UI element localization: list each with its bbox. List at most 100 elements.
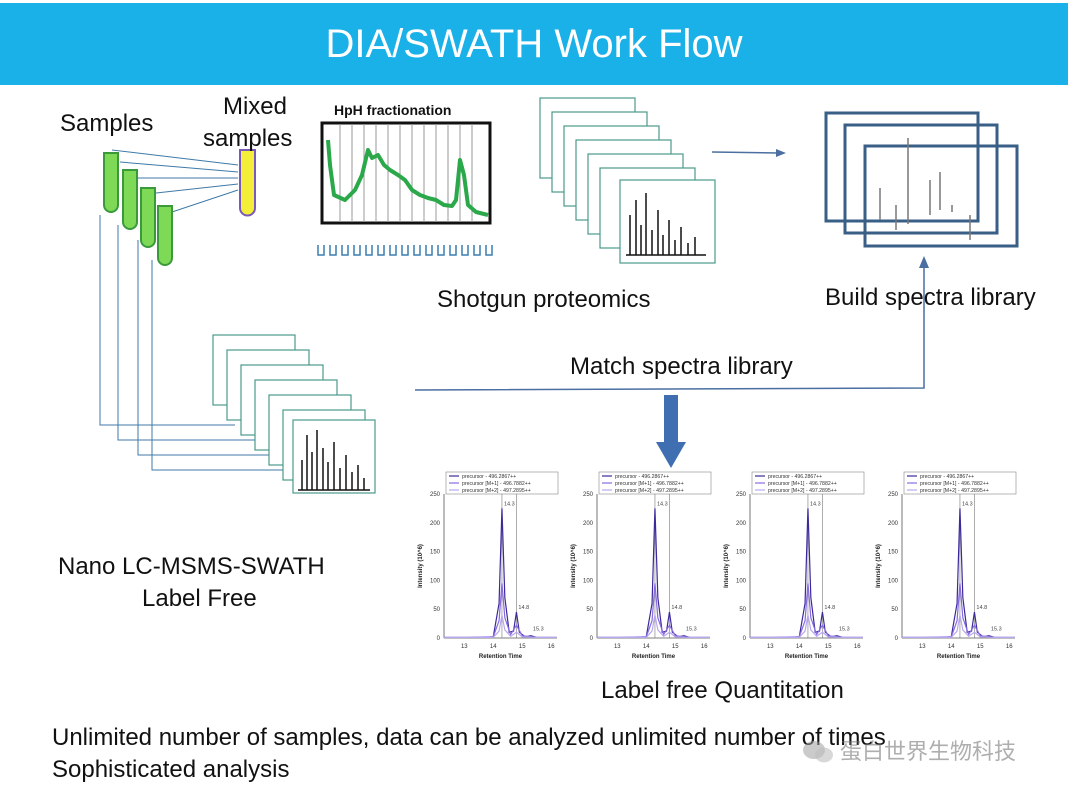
x-tick-label: 15: [519, 644, 526, 650]
sample-tube-2: [122, 169, 138, 230]
y-tick-label: 0: [437, 636, 441, 642]
y-axis-label: Intensity (10^6): [876, 544, 882, 588]
footer-line-1: Unlimited number of samples, data can be…: [52, 724, 886, 751]
y-tick-label: 200: [583, 521, 594, 527]
y-tick-label: 250: [888, 492, 899, 498]
x-tick-label: 14: [948, 644, 955, 650]
legend-entry: precursor [M+2] - 497.2895++: [615, 488, 684, 494]
x-tick-label: 16: [1006, 644, 1013, 650]
sample-connector-lines: [99, 149, 295, 471]
x-tick-label: 16: [854, 644, 861, 650]
x-tick-label: 15: [825, 644, 832, 650]
y-tick-label: 150: [736, 550, 747, 556]
legend-entry: precursor [M+1] - 496.7882++: [615, 481, 684, 487]
xic-chart-1: precursor - 496.2867++precursor [M+1] - …: [412, 470, 562, 680]
series-line: [902, 508, 1015, 639]
y-tick-label: 200: [736, 521, 747, 527]
y-tick-label: 100: [736, 578, 747, 584]
wechat-logo-icon: [803, 741, 833, 763]
legend-entry: precursor - 496.2867++: [462, 474, 516, 480]
mixed-sample-tube: [239, 149, 256, 217]
y-tick-label: 150: [583, 550, 594, 556]
hph-fractionation-label: HpH fractionation: [334, 102, 452, 118]
legend-entry: precursor [M+2] - 497.2895++: [768, 488, 837, 494]
y-tick-label: 250: [736, 492, 747, 498]
match-library-connector: [414, 256, 929, 391]
y-tick-label: 50: [891, 607, 898, 613]
xic-plot: precursor - 496.2867++precursor [M+1] - …: [418, 471, 559, 660]
x-tick-label: 16: [701, 644, 708, 650]
peak-label: 14.3: [504, 501, 515, 507]
y-tick-label: 50: [586, 607, 593, 613]
peak-label: 15.3: [991, 626, 1002, 632]
xic-chart-4: precursor - 496.2867++precursor [M+1] - …: [870, 470, 1020, 680]
watermark: 蛋白世界生物科技: [800, 728, 1050, 772]
series-line: [597, 614, 710, 639]
legend-entry: precursor [M+2] - 497.2895++: [920, 488, 989, 494]
legend-entry: precursor [M+1] - 496.7882++: [920, 481, 989, 487]
library-frames: [824, 111, 1019, 248]
x-tick-label: 15: [672, 644, 679, 650]
xic-plot: precursor - 496.2867++precursor [M+1] - …: [876, 471, 1017, 660]
samples-label: Samples: [60, 110, 154, 137]
nano-lc-label-line1: Nano LC-MSMS-SWATH: [58, 553, 325, 580]
mixed-samples-label-line2: samples: [203, 125, 293, 152]
legend-entry: precursor [M+1] - 496.7882++: [462, 481, 531, 487]
y-tick-label: 250: [430, 492, 441, 498]
hph-chromatogram: [320, 121, 492, 225]
x-tick-label: 13: [461, 644, 468, 650]
sample-tubes: [103, 152, 173, 266]
x-tick-label: 13: [614, 644, 621, 650]
swath-spectra-stack: [212, 334, 376, 494]
x-tick-label: 14: [643, 644, 650, 650]
y-tick-label: 150: [888, 550, 899, 556]
xic-plot: precursor - 496.2867++precursor [M+1] - …: [724, 471, 865, 660]
peak-label: 14.8: [671, 605, 682, 611]
peak-label: 14.8: [518, 605, 529, 611]
footer-line-2: Sophisticated analysis: [52, 756, 290, 783]
x-tick-label: 14: [490, 644, 497, 650]
y-tick-label: 50: [739, 607, 746, 613]
x-axis-label: Retention Time: [937, 654, 981, 660]
series-line: [902, 614, 1015, 639]
legend-entry: precursor [M+1] - 496.7882++: [768, 481, 837, 487]
xic-chart-3: precursor - 496.2867++precursor [M+1] - …: [718, 470, 868, 680]
xic-chart-2: precursor - 496.2867++precursor [M+1] - …: [565, 470, 715, 680]
x-tick-label: 13: [919, 644, 926, 650]
build-library-label: Build spectra library: [825, 284, 1036, 311]
legend-entry: precursor - 496.2867++: [615, 474, 669, 480]
nano-lc-label-line2: Label Free: [142, 585, 257, 612]
x-axis-label: Retention Time: [479, 654, 523, 660]
peak-label: 15.3: [533, 626, 544, 632]
slide-title: DIA/SWATH Work Flow: [325, 22, 743, 66]
match-library-label: Match spectra library: [570, 353, 793, 380]
x-axis-label: Retention Time: [632, 654, 676, 660]
down-arrow-to-quantitation: [656, 395, 686, 468]
y-tick-label: 100: [430, 578, 441, 584]
peak-label: 15.3: [839, 626, 850, 632]
peak-label: 14.8: [976, 605, 987, 611]
arrow-shotgun-to-library: [711, 149, 786, 157]
sample-tube-1: [103, 152, 119, 213]
series-line: [444, 508, 557, 639]
peak-label: 14.3: [962, 501, 973, 507]
y-tick-label: 50: [433, 607, 440, 613]
y-tick-label: 0: [743, 636, 747, 642]
y-tick-label: 0: [590, 636, 594, 642]
x-axis-label: Retention Time: [785, 654, 829, 660]
shotgun-label: Shotgun proteomics: [437, 286, 651, 313]
xic-plot: precursor - 496.2867++precursor [M+1] - …: [571, 471, 712, 660]
legend-entry: precursor - 496.2867++: [920, 474, 974, 480]
y-axis-label: Intensity (10^6): [724, 544, 730, 588]
legend-entry: precursor - 496.2867++: [768, 474, 822, 480]
y-tick-label: 100: [583, 578, 594, 584]
peak-label: 14.3: [810, 501, 821, 507]
x-tick-label: 14: [796, 644, 803, 650]
series-line: [444, 614, 557, 639]
x-tick-label: 13: [767, 644, 774, 650]
legend-entry: precursor [M+2] - 497.2895++: [462, 488, 531, 494]
series-line: [597, 508, 710, 639]
shotgun-spectra-stack: [539, 97, 716, 264]
peak-label: 14.8: [824, 605, 835, 611]
